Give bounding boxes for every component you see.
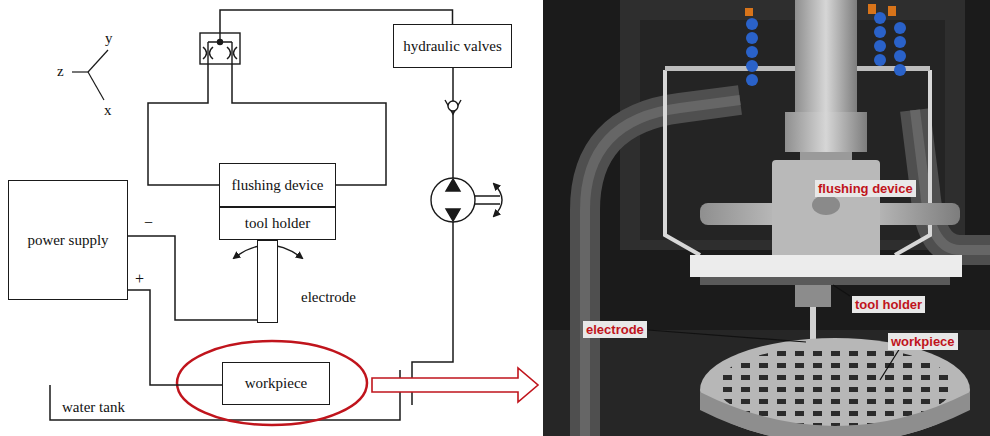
- photo-label: flushing device: [815, 180, 916, 197]
- pump-symbol: [431, 178, 502, 222]
- tank-label: water tank: [62, 399, 125, 416]
- throttle-symbol: [200, 33, 240, 64]
- workpiece-box: workpiece: [222, 362, 330, 405]
- node-label: flushing device: [231, 177, 323, 194]
- tool-holder-box: tool holder: [219, 207, 336, 240]
- machine-photo: [543, 0, 990, 436]
- photo-label: electrode: [583, 321, 647, 338]
- flushing-device-box: flushing device: [219, 163, 336, 207]
- axis-label: z: [57, 63, 64, 80]
- axes: [72, 50, 108, 100]
- axis-label: x: [104, 102, 112, 119]
- polarity-sign: −: [143, 214, 154, 231]
- connector-wire: [128, 236, 257, 320]
- highlight-ellipse: [177, 341, 367, 425]
- hollow-arrow: [372, 368, 538, 402]
- polarity-sign: +: [134, 270, 145, 287]
- node-label: electrode: [301, 289, 356, 306]
- electrode-box: electrode: [257, 240, 278, 323]
- node-label: power supply: [27, 232, 108, 249]
- node-label: hydraulic valves: [403, 38, 502, 55]
- node-label: tool holder: [245, 215, 310, 232]
- connector-wire: [128, 290, 222, 385]
- photo-label: workpiece: [888, 333, 958, 350]
- power-supply-box: power supply: [8, 180, 128, 300]
- check-valve: [445, 100, 461, 114]
- axis-label: y: [105, 30, 113, 47]
- valve-box: hydraulic valves: [393, 24, 512, 68]
- photo-label: tool holder: [852, 296, 925, 313]
- node-label: workpiece: [245, 375, 307, 392]
- hydraulic-pipe: [412, 68, 453, 405]
